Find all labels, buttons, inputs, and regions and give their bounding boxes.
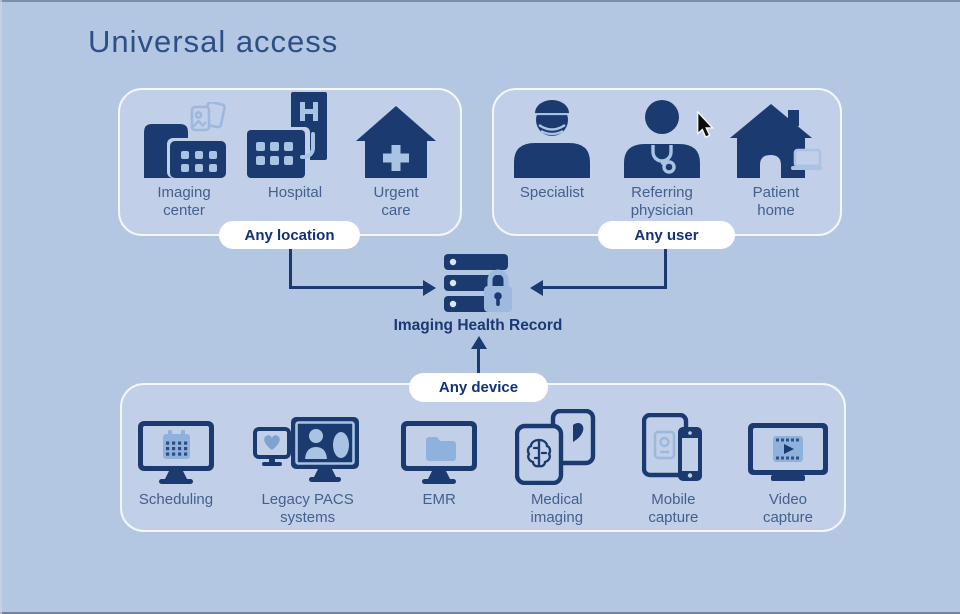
top-edge-line <box>0 0 960 2</box>
list-item-referring-physician: Referring physician <box>620 100 704 234</box>
medical-imaging-icon <box>514 409 595 485</box>
icon-slot <box>134 100 234 178</box>
icon-slot <box>356 100 436 178</box>
imaging-center-icon <box>144 102 229 178</box>
left-edge-line <box>0 0 2 614</box>
icon-slot <box>747 421 828 485</box>
list-item-legacy-pacs: Legacy PACS systems <box>252 417 364 530</box>
list-item-medical-imaging: Medical imaging <box>514 409 599 530</box>
item-label: Mobile capture <box>648 491 699 527</box>
list-item-imaging-center: Imaging center <box>134 100 234 234</box>
item-label: Hospital <box>267 184 323 201</box>
icon-slot <box>138 421 214 485</box>
item-label: Specialist <box>519 184 585 201</box>
any-user-connector-vertical <box>664 249 667 288</box>
page-title: Universal access <box>88 24 339 59</box>
video-capture-icon <box>747 423 828 481</box>
list-item-mobile-capture: Mobile capture <box>636 413 710 530</box>
any-device-pill: Any device <box>409 373 548 402</box>
item-label: Imaging center <box>157 184 211 220</box>
scheduling-icon <box>138 421 214 484</box>
any-location-connector-vertical <box>289 249 292 288</box>
icon-slot <box>514 409 599 485</box>
item-label: Scheduling <box>138 491 214 508</box>
list-item-urgent-care: Urgent care <box>356 100 436 234</box>
legacy-pacs-icon <box>252 417 359 482</box>
urgent-care-icon <box>356 106 436 178</box>
list-item-specialist: Specialist <box>510 100 594 234</box>
list-item-hospital: Hospital <box>247 92 343 234</box>
item-label: Legacy PACS systems <box>261 491 354 527</box>
list-item-emr: EMR <box>401 421 478 530</box>
bottom-edge-line <box>0 612 960 614</box>
mobile-capture-icon <box>642 413 703 481</box>
arrow-right-icon <box>423 279 436 296</box>
imaging-health-record-label: Imaging Health Record <box>393 317 563 334</box>
item-label: Referring physician <box>630 184 694 220</box>
patient-home-icon <box>730 104 822 178</box>
list-item-scheduling: Scheduling <box>138 421 214 530</box>
hospital-icon <box>247 92 327 178</box>
arrow-left-icon <box>530 279 543 296</box>
imaging-health-record-hub <box>444 254 516 321</box>
secure-server-icon <box>444 254 512 312</box>
item-label: Medical imaging <box>530 491 584 527</box>
icon-slot <box>620 100 704 178</box>
any-location-connector-horizontal <box>289 286 423 289</box>
list-item-video-capture: Video capture <box>747 421 828 530</box>
item-label: Urgent care <box>373 184 419 220</box>
icon-slot <box>642 413 704 485</box>
any-user-connector-horizontal <box>543 286 667 289</box>
icon-slot <box>247 92 343 178</box>
arrow-pointer-icon <box>696 109 715 139</box>
item-label: Patient home <box>752 184 800 220</box>
icon-slot <box>730 100 822 178</box>
emr-icon <box>401 421 478 484</box>
list-item-patient-home: Patient home <box>730 100 822 234</box>
item-label: EMR <box>422 491 456 508</box>
referring-physician-icon <box>624 100 700 178</box>
icon-slot <box>510 100 594 178</box>
item-label: Video capture <box>762 491 813 527</box>
any-user-pill: Any user <box>598 221 735 249</box>
lock-shackle <box>487 269 509 286</box>
specialist-icon <box>514 100 590 178</box>
icon-slot <box>401 421 478 485</box>
any-location-pill: Any location <box>219 221 360 249</box>
any-device-panel: Scheduling Legacy PACS systems <box>120 383 846 532</box>
arrow-up-icon <box>470 336 487 349</box>
mouse-cursor <box>695 109 715 144</box>
any-location-panel: Imaging center Hospital <box>118 88 462 236</box>
any-user-panel: Specialist Referring physician <box>492 88 842 236</box>
any-device-connector-vertical <box>477 348 480 374</box>
icon-slot <box>252 417 363 485</box>
